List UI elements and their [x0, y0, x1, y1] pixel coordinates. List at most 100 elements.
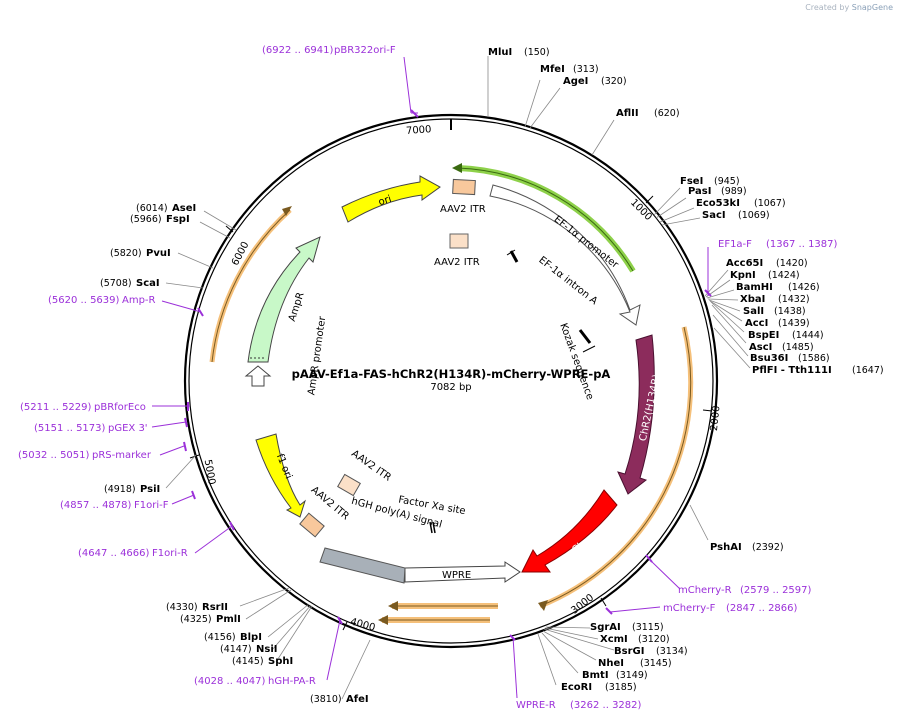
site-mfei-pos: (313): [573, 64, 599, 75]
ampr-promoter-label: AmpR promoter: [306, 315, 328, 396]
site-sali-name: SalI: [743, 306, 764, 317]
ef1a-highlight-line: [457, 167, 634, 272]
hgh-polya-box: [319, 547, 406, 584]
orf-arc-bottom-1-head: [388, 601, 398, 611]
site-pshai-pos: (2392): [752, 542, 784, 553]
site-aflii-name: AflII: [616, 108, 639, 119]
site-nhei-pos: (3145): [640, 658, 672, 669]
mcherry-arrow: [521, 489, 618, 573]
site-scai-name: ScaI: [136, 278, 160, 289]
orf-arc-bottom-2-head: [378, 615, 388, 625]
aav2-itr-bottom-label-1: AAV2 ITR: [349, 448, 393, 483]
orf-arc-right-line: [539, 326, 692, 607]
site-nsii-pos: (4147): [220, 644, 252, 655]
primer-binding-marks: [183, 109, 712, 641]
primer-mcherry-f-range: (2847 .. 2866): [726, 603, 798, 614]
plasmid-length: 7082 bp: [430, 382, 471, 393]
site-nsii-name: NsiI: [256, 644, 277, 655]
site-rsrii-pos: (4330): [166, 602, 198, 613]
site-xbai-pos: (1432): [778, 294, 810, 305]
primer-mcherry-f-name: mCherry-F: [663, 603, 716, 614]
site-afei-pos: (3810): [310, 694, 342, 705]
site-pvui-pos: (5820): [110, 248, 142, 259]
tick-3000: [600, 597, 607, 607]
site-agei-pos: (320): [601, 76, 627, 87]
factor-xa-mark-2: [432, 521, 436, 534]
primer-amp-r-name: Amp-R: [122, 295, 156, 306]
aav2-itr-top-box: [452, 178, 476, 196]
orf-arc-left-line: [211, 209, 291, 363]
wpre-arrow: [404, 561, 521, 583]
site-acc65i-pos: (1420): [776, 258, 808, 269]
tick-label-7000: 7000: [406, 124, 432, 137]
tick-6000: [225, 225, 234, 233]
site-ecori-name: EcoRI: [561, 682, 592, 693]
kozak-mark: [578, 329, 592, 344]
primer-f1ori-f-name: F1ori-F: [134, 500, 169, 511]
ampr-label: AmpR: [287, 291, 307, 323]
site-bsu36i-pos: (1586): [798, 353, 830, 364]
site-acc65i-name: Acc65I: [726, 258, 763, 269]
site-xcmi-pos: (3120): [638, 634, 670, 645]
aav2-itr-top-label: AAV2 ITR: [440, 204, 486, 215]
primer-pgex3-range: (5151 .. 5173): [34, 423, 106, 434]
orf-arc-right-head: [538, 600, 548, 611]
ef1a-intron-label: EF-1α intron A: [536, 255, 599, 308]
site-sphi-name: SphI: [268, 656, 293, 667]
site-agei-name: AgeI: [563, 76, 588, 87]
site-psii-name: PsiI: [140, 484, 160, 495]
primer-leaders: [151, 56, 709, 699]
ori-label: ori: [377, 194, 393, 208]
factor-xa-mark: [429, 521, 433, 534]
site-afei-name: AfeI: [346, 694, 369, 705]
right-site-leaders: [487, 56, 751, 686]
primer-pbrforeco-name: pBRforEco: [94, 402, 146, 413]
site-bmti-pos: (3149): [616, 670, 648, 681]
aav2-itr-bottom-box-1: [337, 473, 361, 497]
site-asei-pos: (6014): [136, 203, 168, 214]
site-acci-pos: (1439): [778, 318, 810, 329]
site-aflii-pos: (620): [654, 108, 680, 119]
primer-hgh-pa-r-name: hGH-PA-R: [268, 676, 316, 687]
site-mlui-pos: (150): [524, 47, 550, 58]
site-bamhi-name: BamHI: [736, 282, 773, 293]
site-sgrai-name: SgrAI: [590, 622, 621, 633]
site-eco53ki-name: Eco53kI: [696, 198, 740, 209]
site-asei-name: AseI: [172, 203, 196, 214]
primer-pgex3-name: pGEX 3': [108, 423, 148, 434]
site-bsrgi-pos: (3134): [656, 646, 688, 657]
site-bspei-pos: (1444): [792, 330, 824, 341]
tick-label-1000: 1000: [628, 197, 654, 223]
site-asci-name: AscI: [749, 342, 772, 353]
site-ecori-pos: (3185): [605, 682, 637, 693]
ampr-arrow: [247, 236, 321, 363]
snapgene-brand: SnapGene: [851, 3, 893, 12]
site-rsrii-name: RsrII: [202, 602, 228, 613]
primer-ef1a-f-range: (1367 .. 1387): [766, 239, 838, 250]
site-saci-name: SacI: [702, 210, 726, 221]
primer-f1ori-r-range: (4647 .. 4666): [78, 548, 150, 559]
site-scai-pos: (5708): [100, 278, 132, 289]
site-mlui-name: MluI: [488, 47, 512, 58]
chr2-arrow: [617, 334, 655, 495]
site-pasi-pos: (989): [721, 186, 747, 197]
primer-wpre-r-name: WPRE-R: [516, 700, 556, 711]
primer-mcherry-r-range: (2579 .. 2597): [740, 585, 812, 596]
credit-prefix: Created by: [805, 3, 850, 12]
site-blpi-name: BlpI: [240, 632, 262, 643]
tick-2000: [702, 409, 713, 412]
site-fsei-name: FseI: [680, 176, 703, 187]
primer-ef1a-f-name: EF1a-F: [718, 239, 752, 250]
ef1a-promoter-arrow: [489, 184, 641, 326]
site-mfei-name: MfeI: [540, 64, 565, 75]
site-sphi-pos: (4145): [232, 656, 264, 667]
site-saci-pos: (1069): [738, 210, 770, 221]
site-kpni-name: KpnI: [730, 270, 756, 281]
aav2-itr-inner-box: [449, 233, 469, 249]
aav2-itr-inner-label: AAV2 ITR: [434, 257, 480, 268]
ampr-promoter-arrow: [244, 365, 272, 387]
plasmid-name: pAAV-Ef1a-FAS-hChR2(H134R)-mCherry-WPRE-…: [292, 367, 611, 381]
site-pmli-name: PmlI: [216, 614, 241, 625]
primer-pbr322ori-f-range: (6922 .. 6941): [262, 45, 334, 56]
